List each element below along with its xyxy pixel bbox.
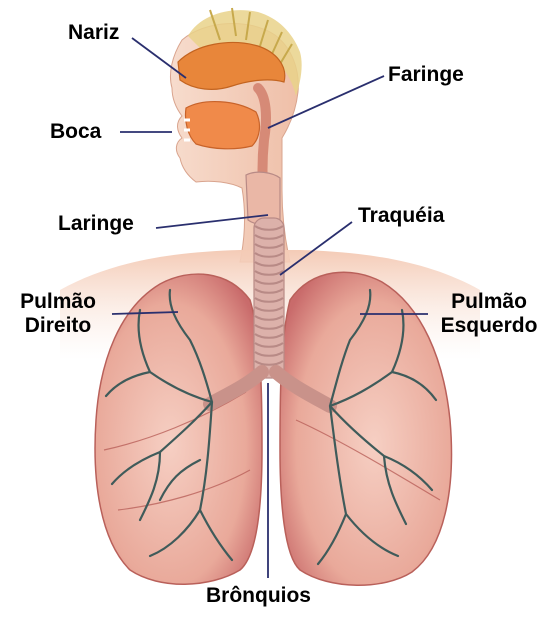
oral-cavity	[185, 102, 259, 149]
label-nariz: Nariz	[68, 21, 119, 45]
trachea	[254, 218, 284, 378]
label-faringe: Faringe	[388, 63, 464, 87]
label-laringe: Laringe	[58, 212, 134, 236]
label-pulmao-esquerdo: Pulmão Esquerdo	[430, 290, 548, 338]
label-pulmao-direito: Pulmão Direito	[8, 290, 108, 338]
label-bronquios: Brônquios	[206, 584, 311, 608]
label-pulmao-direito-line1: Pulmão	[8, 290, 108, 314]
label-pulmao-esquerdo-line2: Esquerdo	[430, 314, 548, 338]
label-traqueia: Traquéia	[358, 204, 444, 228]
label-pulmao-esquerdo-line1: Pulmão	[430, 290, 548, 314]
label-pulmao-direito-line2: Direito	[8, 314, 108, 338]
label-boca: Boca	[50, 120, 101, 144]
